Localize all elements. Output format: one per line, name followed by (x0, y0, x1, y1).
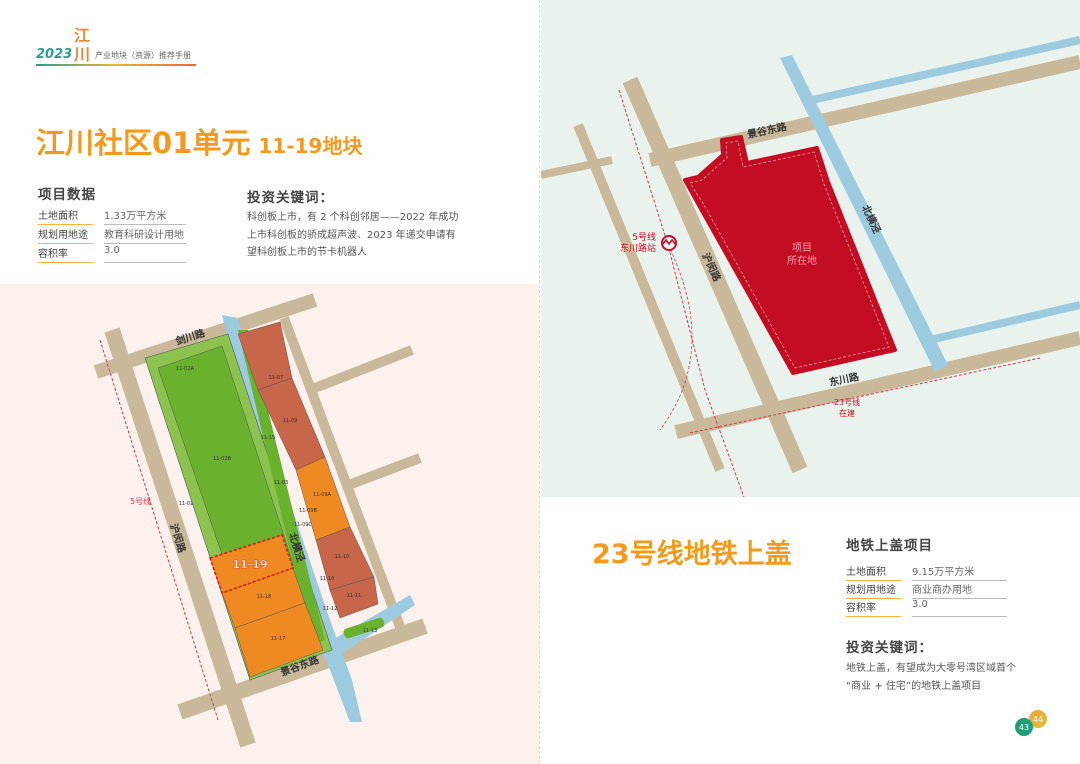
parcel-label: 11-11 (347, 593, 362, 599)
keywords-text: 科创板上市，有 2 个科创邻居——2022 年成功 上市科创板的骄成超声波、20… (247, 209, 507, 262)
river-branch (929, 301, 1080, 344)
location-map: 5号线 东川路站 项目 所在地 23号线 在建 景谷东路 沪闵路 东川路 北横泾 (541, 36, 1080, 497)
road-side (541, 156, 613, 179)
parcel-label: 11-09 (283, 418, 298, 424)
row-label: 土地面积 (846, 563, 901, 581)
metro-line-5 (618, 89, 745, 497)
parcel-label: 11-01 (179, 501, 194, 507)
data-row: 规划用地途商业商办用地 (846, 581, 1007, 599)
page-title: 江川社区01单元 11-19地块 (36, 120, 362, 162)
parcel-11-11 (329, 576, 379, 619)
keywords-text: 地铁上盖，有望成为大零号湾区域首个 “商业 + 住宅”的地铁上盖项目 (846, 660, 1066, 695)
data-row: 容积率 3.0 (38, 245, 186, 263)
line23-label: 23号线 (834, 397, 860, 407)
data-row: 规划用地途教育科研设计用地 (38, 226, 186, 244)
road-side (344, 453, 422, 491)
keywords-line: 地铁上盖，有望成为大零号湾区域首个 (846, 663, 1016, 674)
station-line-label: 5号线 (632, 231, 656, 243)
metro-line-5 (99, 339, 219, 721)
logo-text: 产业地块（资源）推荐手册 (95, 51, 191, 60)
parcel-label: 11-16 (320, 576, 335, 582)
row-value: 1.33万平方米 (104, 207, 186, 225)
logo-underline (36, 64, 196, 66)
keywords-heading: 投资关键词： (247, 190, 334, 206)
parcel-label: 11-09A (313, 492, 332, 498)
parcel-label: 11-17 (271, 636, 286, 642)
parcel-label: 11-09B (299, 508, 318, 514)
project-label: 项目 (792, 242, 812, 254)
title-main: 江川社区01单元 (36, 126, 251, 160)
page-divider (539, 0, 540, 764)
parcel-label: 11-02B (213, 456, 232, 462)
parcel-label: 11-02A (176, 366, 195, 372)
road-jinggu (648, 55, 1080, 167)
parcel-label: 11-10 (335, 554, 350, 560)
river (780, 55, 948, 372)
metro-data-heading: 地铁上盖项目 (846, 538, 933, 554)
row-label: 土地面积 (38, 207, 93, 225)
parcel-label: 11-15 (261, 435, 276, 441)
keywords-line: 上市科创板的骄成超声波、2023 年递交申请有 (247, 229, 456, 241)
highlight-parcel (208, 533, 295, 595)
station-name-label: 东川路站 (620, 242, 656, 254)
row-label: 容积率 (846, 599, 901, 617)
parcel-label: 11-03 (274, 480, 289, 486)
project-site-outline (689, 140, 890, 369)
row-label: 容积率 (38, 245, 93, 263)
green-strip (238, 330, 325, 645)
line23-status: 在建 (839, 408, 855, 418)
highlight-label: 11-19 (232, 558, 267, 571)
title-sub: 11-19地块 (258, 134, 363, 158)
road-jinggu (177, 618, 428, 720)
page-number-right: 44 (1029, 710, 1047, 728)
keywords-line: 望科创板上市的节卡机器人 (247, 247, 367, 258)
logo-calligraphy: 江川 (74, 26, 91, 64)
logo-year: 2023 (36, 47, 73, 62)
parcel-label: 11-07 (269, 375, 284, 381)
keywords-line: 科创板上市，有 2 个科创邻居——2022 年成功 (247, 212, 459, 223)
row-value: 教育科研设计用地 (104, 226, 186, 244)
data-row: 土地面积 9.15万平方米 (846, 563, 1007, 581)
project-label: 所在地 (787, 254, 817, 267)
page-number-left: 43 (1015, 718, 1033, 736)
road-east (279, 316, 410, 642)
row-value: 3.0 (912, 599, 1007, 617)
row-label: 规划用地途 (846, 581, 901, 599)
road-dongchuan (674, 331, 1080, 439)
river-branch (811, 36, 1080, 104)
road-humin (104, 327, 256, 748)
keywords-heading: 投资关键词： (846, 640, 933, 656)
project-site (683, 135, 897, 375)
right-title: 23号线地铁上盖 (592, 539, 792, 570)
parcel-label: 11-13 (363, 628, 378, 634)
parcel-map: 11-02A 11-02B 11-01 11-07 11-09 11-15 11… (93, 293, 428, 748)
data-row: 土地面积 1.33万平方米 (38, 207, 186, 225)
road-west (573, 123, 725, 472)
parcel-label: 11-09C (294, 522, 313, 528)
metro-icon (661, 235, 677, 251)
keywords-line: “商业 + 住宅”的地铁上盖项目 (846, 680, 982, 692)
parcel-label: 11-18 (257, 594, 272, 600)
road-side (313, 345, 414, 393)
data-row: 容积率 3.0 (846, 599, 1007, 617)
metro-label: 5号线 (130, 496, 151, 506)
metro-line-branch (659, 244, 693, 431)
parcel-11-13 (343, 617, 385, 639)
row-value: 9.15万平方米 (912, 563, 1007, 581)
row-label: 规划用地途 (38, 226, 93, 244)
road-jianchuan (93, 293, 318, 379)
project-data-heading: 项目数据 (38, 187, 96, 203)
parcel-11-17 (234, 602, 324, 678)
row-value: 商业商办用地 (912, 581, 1007, 599)
row-value: 3.0 (104, 245, 186, 263)
parcel-label: 11-12 (323, 606, 338, 612)
